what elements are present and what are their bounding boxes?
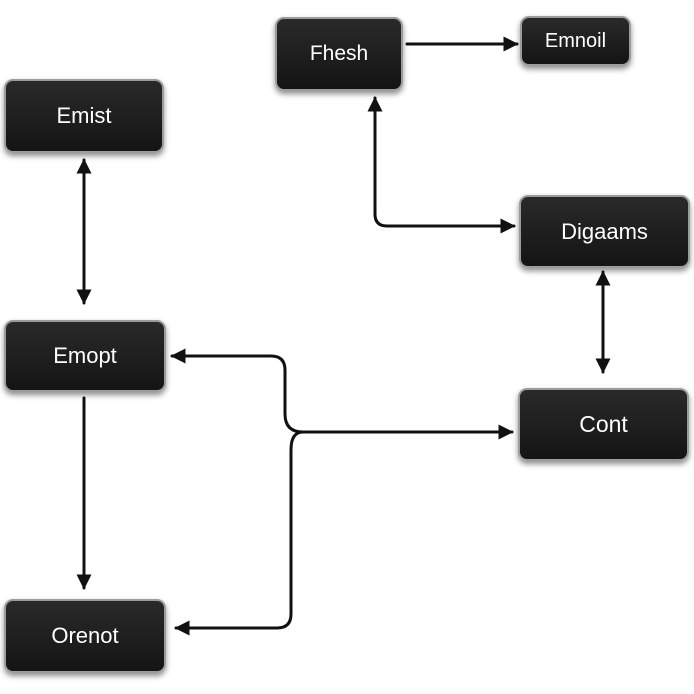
node-emnoil-label: Emnoil xyxy=(544,29,607,52)
edge-cont-orenot xyxy=(174,430,305,636)
node-orenot: Orenot xyxy=(4,599,166,673)
node-cont-label: Cont xyxy=(579,411,628,437)
node-emist-label: Emist xyxy=(56,103,112,128)
node-cont: Cont xyxy=(518,388,689,461)
node-emopt: Emopt xyxy=(4,320,166,392)
node-fhesh: Fhesh xyxy=(275,17,403,91)
edge-fhesh-digaams xyxy=(367,96,516,234)
edge-cont-emopt xyxy=(170,348,514,440)
node-digaams: Digaams xyxy=(519,195,690,268)
node-fhesh-label: Fhesh xyxy=(309,42,369,65)
node-emist: Emist xyxy=(4,79,164,153)
node-orenot-label: Orenot xyxy=(51,623,119,648)
node-emopt-label: Emopt xyxy=(53,343,117,368)
node-emnoil: Emnoil xyxy=(520,16,631,66)
node-digaams-label: Digaams xyxy=(561,218,648,244)
